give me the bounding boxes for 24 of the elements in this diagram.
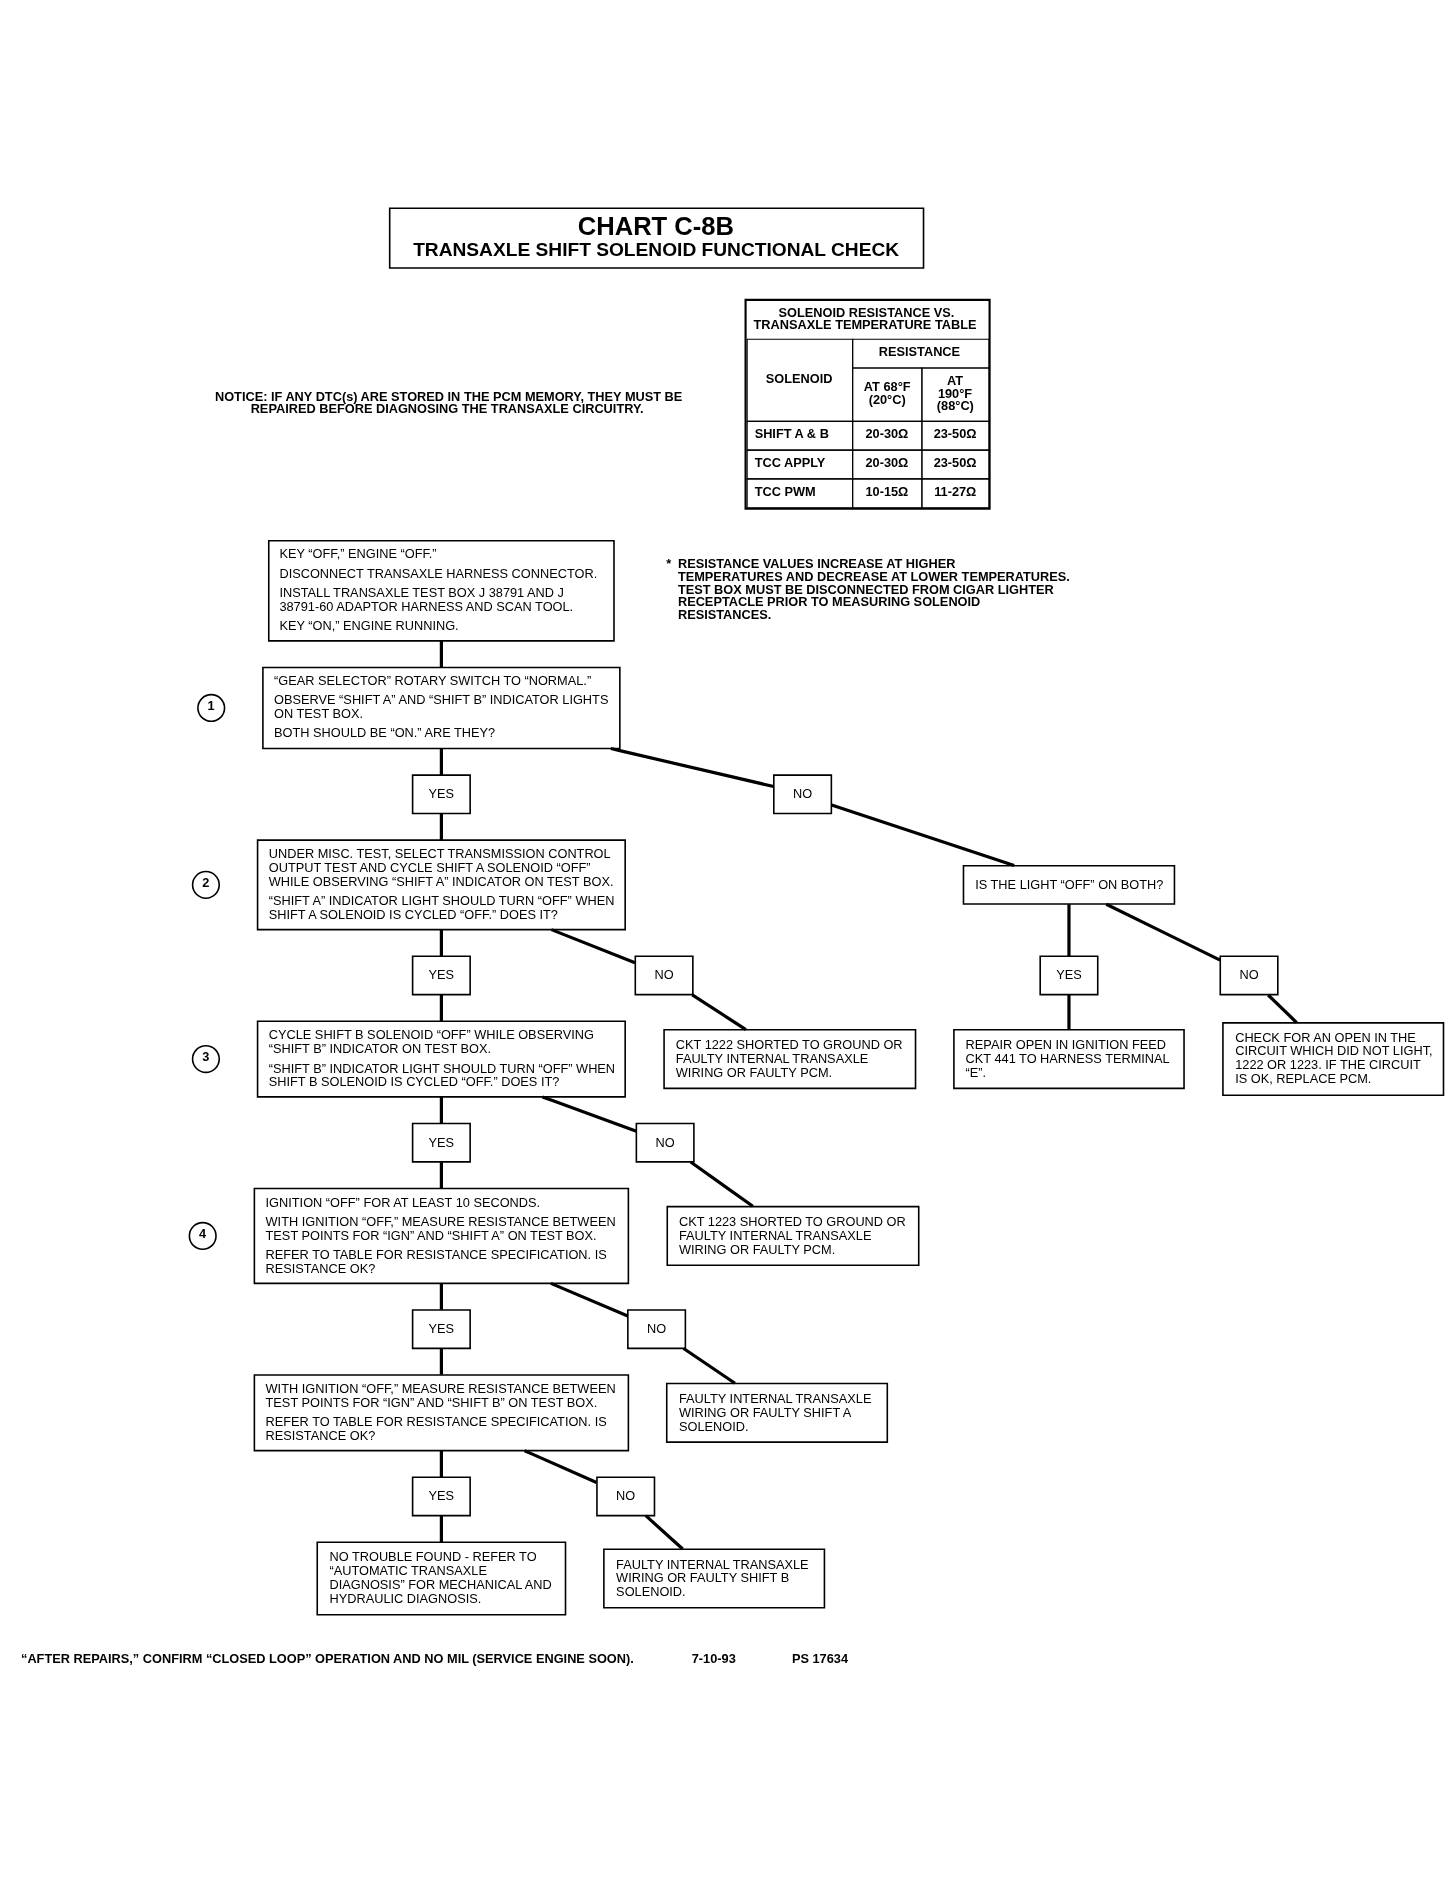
label: 7-10-93 — [691, 1650, 736, 1666]
label: 20-30Ω — [865, 425, 909, 441]
label: 20-30Ω — [865, 454, 909, 470]
label: NOTICE: IF ANY DTC(s) ARE STORED IN THE PCM MEMORY, THEY MUST BE REPAIRED BEFORE DIAGNOSING THE TRANSAXLE CIRCUITRY. — [214, 388, 683, 417]
label: 23-50Ω — [933, 454, 977, 470]
label: 23-50Ω — [933, 425, 977, 441]
node-label: 4 — [198, 1226, 207, 1242]
label: PS 17634 — [791, 1650, 849, 1666]
label: 11-27Ω — [934, 483, 977, 499]
label: AT 68°F (20°C) — [863, 379, 911, 407]
label: “AFTER REPAIRS,” CONFIRM “CLOSED LOOP” OPERATION AND NO MIL (SERVICE ENGINE SOON). — [21, 1650, 634, 1666]
label: 10-15Ω — [865, 483, 909, 499]
node-label: 2 — [202, 875, 210, 891]
label: * — [666, 555, 672, 571]
label: TCC APPLY — [754, 454, 826, 470]
label: AT 190°F (88°C) — [936, 372, 974, 414]
label: SOLENOID — [765, 370, 833, 386]
label: SHIFT A & B — [754, 425, 829, 441]
label: RESISTANCE VALUES INCREASE AT HIGHER TEMPERATURES AND DECREASE AT LOWER TEMPERATURES. TEST BOX MUST BE DISCONNECTED FROM CIGAR LIGHTER RECEPTACLE PRIOR TO MEASURING SOLENOID RESISTANCES. — [677, 555, 1070, 623]
label: RESISTANCE — [878, 343, 961, 359]
node-label: 3 — [202, 1049, 210, 1065]
label: SOLENOID RESISTANCE VS. TRANSAXLE TEMPERATURE TABLE — [753, 304, 977, 333]
label: TCC PWM — [754, 483, 816, 499]
node-label: 1 — [207, 698, 215, 714]
